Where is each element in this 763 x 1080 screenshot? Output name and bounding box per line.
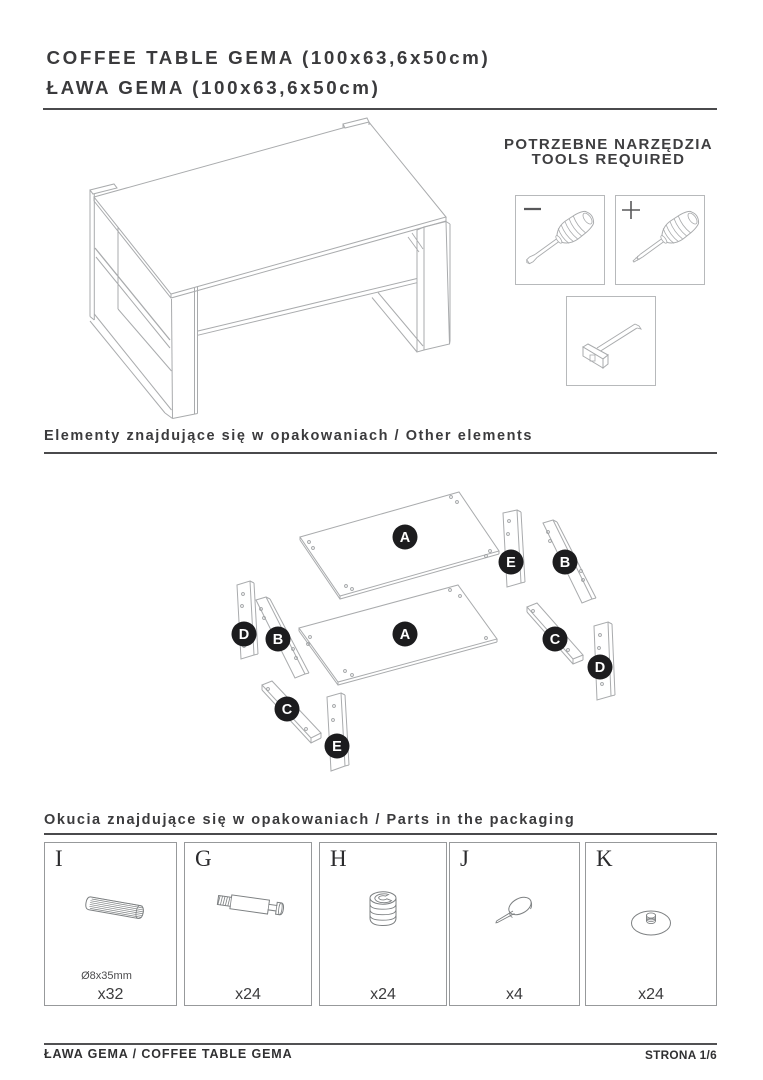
- svg-text:A: A: [400, 627, 411, 643]
- svg-text:C: C: [282, 702, 293, 718]
- svg-text:D: D: [239, 627, 249, 643]
- svg-text:E: E: [332, 739, 342, 755]
- svg-text:E: E: [506, 555, 516, 571]
- svg-text:A: A: [400, 530, 411, 546]
- svg-text:B: B: [273, 632, 283, 648]
- svg-text:D: D: [595, 660, 605, 676]
- svg-text:C: C: [550, 632, 561, 648]
- svg-text:B: B: [560, 555, 570, 571]
